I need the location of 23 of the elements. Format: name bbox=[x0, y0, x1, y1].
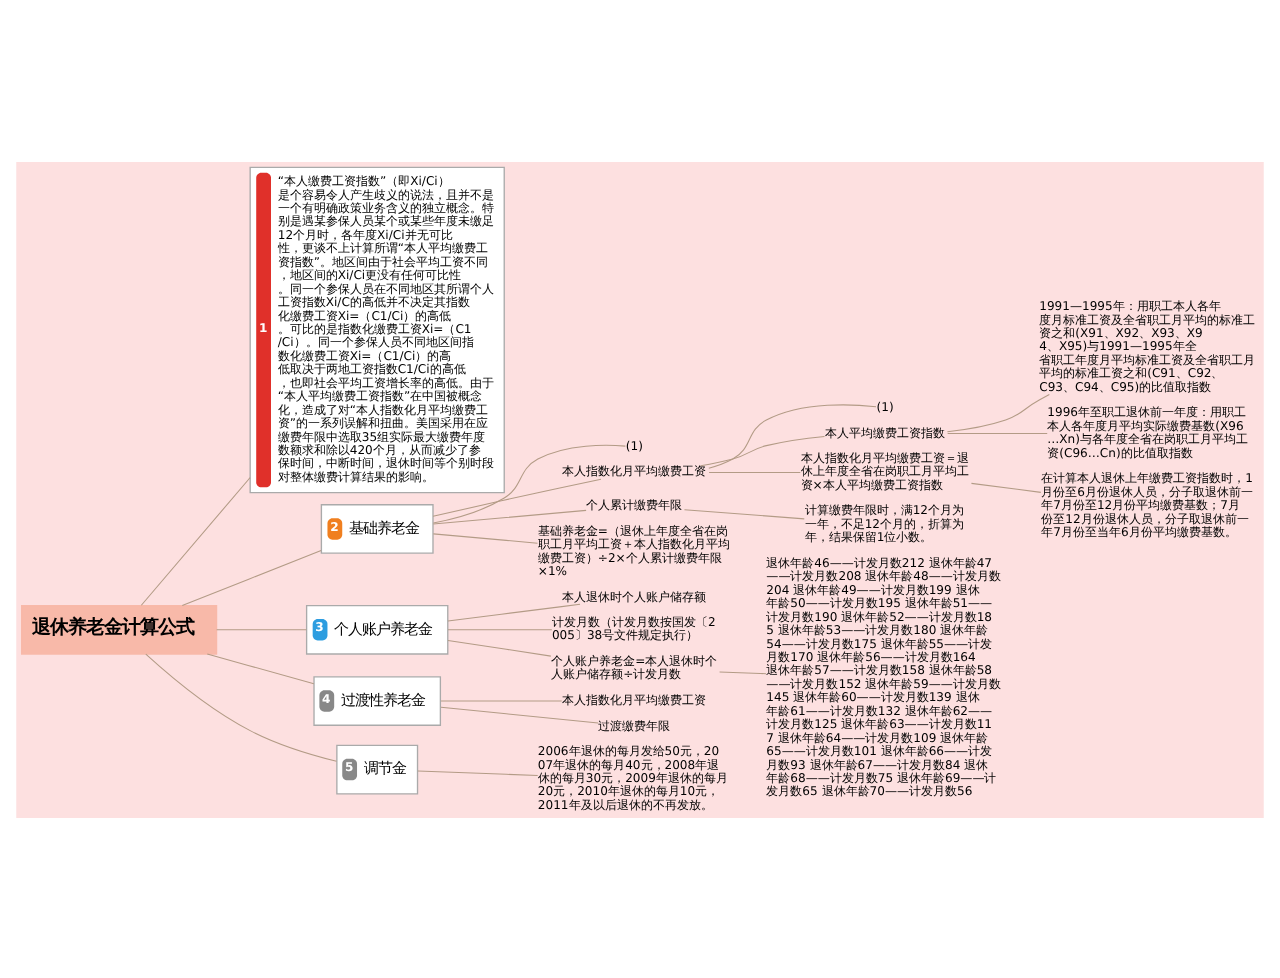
connector bbox=[447, 628, 553, 630]
connector bbox=[140, 476, 251, 605]
node-box: 退休养老金计算公式 bbox=[20, 603, 218, 654]
connector bbox=[700, 434, 826, 466]
connector bbox=[440, 705, 599, 723]
connector bbox=[708, 470, 801, 473]
connector bbox=[432, 508, 587, 524]
connector bbox=[947, 432, 1048, 434]
connector bbox=[447, 638, 552, 656]
connector bbox=[432, 532, 539, 543]
connector bbox=[447, 602, 581, 621]
connector bbox=[432, 443, 626, 523]
connector bbox=[946, 393, 1050, 432]
connector bbox=[719, 670, 767, 674]
connector bbox=[440, 699, 563, 701]
connector bbox=[970, 481, 1042, 492]
connector bbox=[216, 628, 307, 630]
connector bbox=[181, 549, 322, 605]
connector bbox=[206, 652, 315, 684]
connector bbox=[708, 403, 877, 468]
connector bbox=[432, 477, 602, 516]
connector bbox=[417, 769, 539, 775]
connector bbox=[683, 508, 805, 519]
